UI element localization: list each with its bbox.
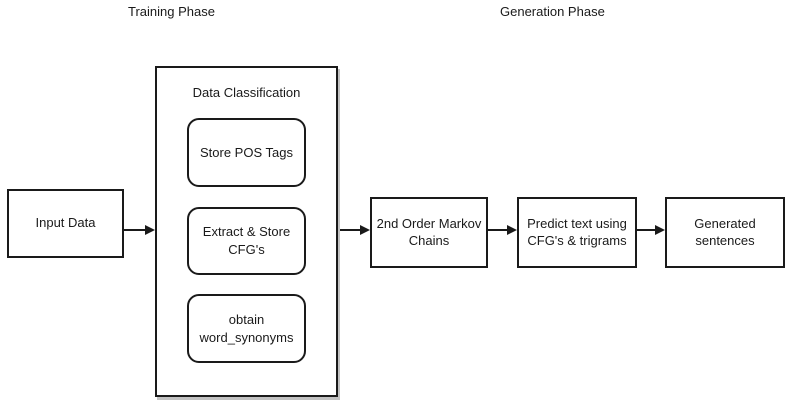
- node-predict-text-label: Predict text using CFG's & trigrams: [527, 215, 627, 248]
- arrow-head-icon: [655, 225, 665, 235]
- node-input-data-label: Input Data: [35, 215, 96, 231]
- arrow-head-icon: [507, 225, 517, 235]
- node-predict-text: Predict text using CFG's & trigrams: [517, 197, 637, 268]
- arrow-input-to-classification: [124, 224, 155, 236]
- node-markov-chains: 2nd Order Markov Chains: [370, 197, 488, 268]
- step-extract-store-cfgs: Extract & Store CFG's: [187, 207, 306, 275]
- step-obtain-word-synonyms: obtain word_synonyms: [187, 294, 306, 363]
- step-extract-store-cfgs-label: Extract & Store CFG's: [202, 224, 291, 257]
- node-markov-chains-label: 2nd Order Markov Chains: [376, 215, 482, 248]
- group-data-classification-title: Data Classification: [192, 85, 301, 100]
- arrow-predict-to-generated: [637, 224, 665, 236]
- arrow-markov-to-predict: [488, 224, 517, 236]
- step-obtain-word-synonyms-label: obtain word_synonyms: [199, 311, 294, 345]
- arrow-line: [124, 229, 145, 231]
- phase-label-generation: Generation Phase: [500, 4, 605, 19]
- group-data-classification: Data Classification Store POS Tags Extra…: [155, 66, 338, 397]
- step-store-pos-tags-label: Store POS Tags: [200, 144, 293, 160]
- step-store-pos-tags: Store POS Tags: [187, 118, 306, 187]
- arrow-head-icon: [360, 225, 370, 235]
- arrow-line: [637, 229, 655, 231]
- node-generated-sentences: Generated sentences: [665, 197, 785, 268]
- arrow-line: [340, 229, 360, 231]
- arrow-line: [488, 229, 507, 231]
- arrow-classification-to-markov: [340, 224, 370, 236]
- arrow-head-icon: [145, 225, 155, 235]
- node-input-data: Input Data: [7, 189, 124, 258]
- node-generated-sentences-label: Generated sentences: [694, 215, 756, 248]
- phase-label-training: Training Phase: [128, 4, 215, 19]
